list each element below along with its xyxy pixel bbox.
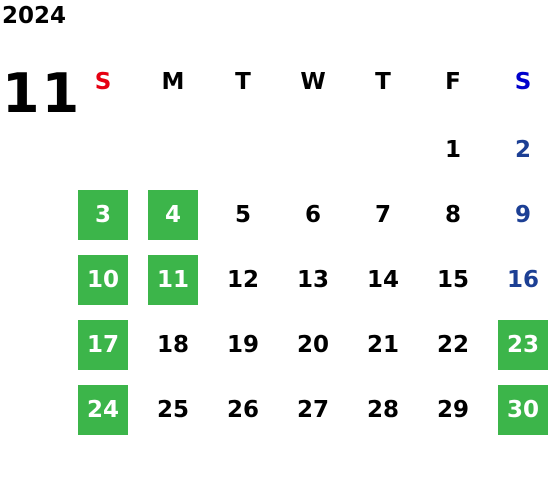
day-cell: 4 [138,190,208,240]
day-cell: 9 [488,190,548,240]
day-cell: 23 [488,320,548,370]
day-cell: 27 [278,385,348,435]
day-number: 25 [156,397,189,423]
day-number: 21 [366,332,399,358]
day-cell: 20 [278,320,348,370]
day-number-highlighted: 11 [148,255,198,305]
weekday-label-sunday: S [94,69,112,95]
day-number-highlighted: 4 [148,190,198,240]
day-number: 6 [304,202,321,228]
day-number-highlighted: 23 [498,320,548,370]
day-cell: 12 [208,255,278,305]
day-number-highlighted: 17 [78,320,128,370]
day-cell: 2 [488,125,548,175]
day-number-highlighted: 3 [78,190,128,240]
day-cell: 3 [68,190,138,240]
day-cell: 7 [348,190,418,240]
day-cell: 21 [348,320,418,370]
day-cell: 19 [208,320,278,370]
day-number: 7 [374,202,391,228]
day-number: 28 [366,397,399,423]
day-cell: 26 [208,385,278,435]
day-number: 19 [226,332,259,358]
day-cell: 15 [418,255,488,305]
weekday-label-saturday: S [514,69,532,95]
day-cell: 6 [278,190,348,240]
weekday-label-wednesday: W [300,69,326,95]
day-number: 29 [436,397,469,423]
day-number: 1 [444,137,461,163]
weekday-label-tuesday: T [235,69,251,95]
day-number: 20 [296,332,329,358]
day-number-saturday: 2 [514,137,531,163]
day-cell: 30 [488,385,548,435]
day-number: 13 [296,267,329,293]
day-cell: 11 [138,255,208,305]
day-number: 12 [226,267,259,293]
day-cell: 28 [348,385,418,435]
weekday-label-thursday: T [375,69,391,95]
day-cell: 16 [488,255,548,305]
day-number: 27 [296,397,329,423]
day-number-highlighted: 10 [78,255,128,305]
day-cell: 14 [348,255,418,305]
day-cell: 18 [138,320,208,370]
day-cell: 17 [68,320,138,370]
weekday-label-friday: F [445,69,461,95]
day-cell: 29 [418,385,488,435]
day-number-highlighted: 24 [78,385,128,435]
day-cell: 1 [418,125,488,175]
day-cell: 25 [138,385,208,435]
calendar-month: 11 [2,62,82,125]
day-cell: 5 [208,190,278,240]
day-number: 5 [234,202,251,228]
day-number: 18 [156,332,189,358]
day-cell: 22 [418,320,488,370]
day-number: 26 [226,397,259,423]
weekday-label-monday: M [161,69,185,95]
day-number-saturday: 9 [514,202,531,228]
day-number-saturday: 16 [506,267,539,293]
day-cell: 8 [418,190,488,240]
day-number-highlighted: 30 [498,385,548,435]
day-cell: 13 [278,255,348,305]
day-number: 8 [444,202,461,228]
day-cell: 24 [68,385,138,435]
day-number: 15 [436,267,469,293]
day-number: 14 [366,267,399,293]
calendar-year: 2024 [2,3,67,29]
day-cell: 10 [68,255,138,305]
day-number: 22 [436,332,469,358]
